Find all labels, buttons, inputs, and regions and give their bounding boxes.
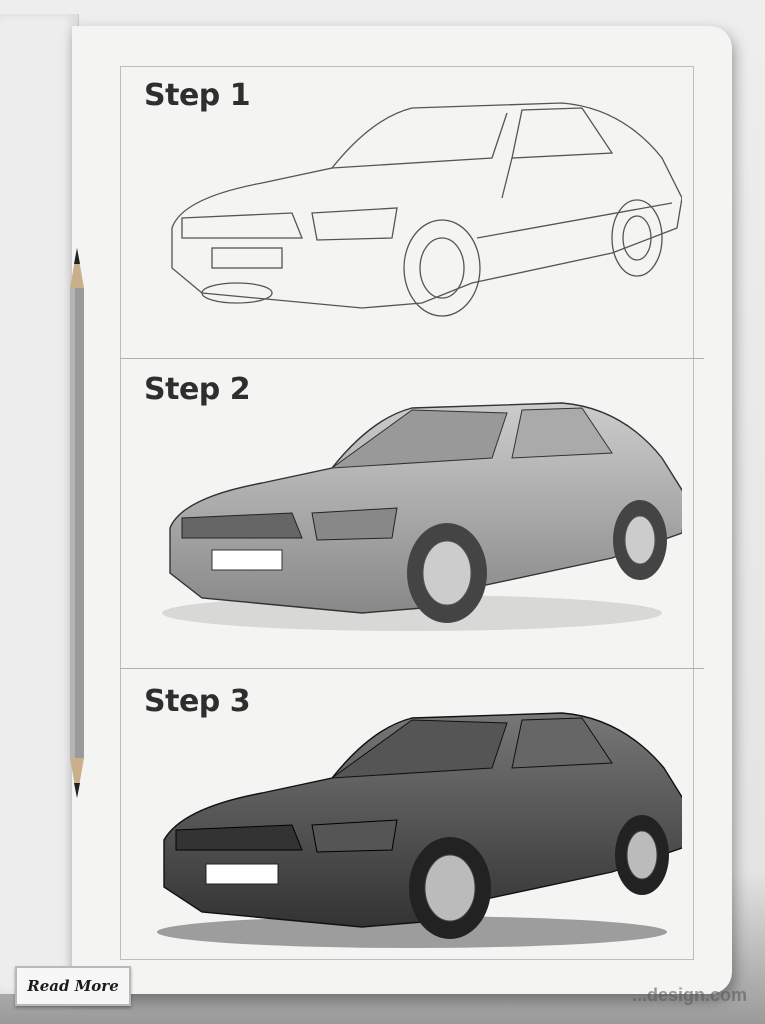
pencil-icon <box>70 248 84 798</box>
drawing-frame <box>120 66 694 960</box>
step-3-panel: Step 3 <box>122 670 692 958</box>
left-notebook-page <box>0 14 79 994</box>
divider-2 <box>120 668 704 669</box>
car-outline-sketch <box>171 102 682 317</box>
divider-1 <box>120 358 704 359</box>
step-2-panel: Step 2 <box>122 360 692 668</box>
car-shaded-sketch <box>162 402 682 631</box>
car-final-drawing <box>157 712 682 948</box>
watermark: ...design.com <box>631 985 747 1005</box>
step-3-label: Step 3 <box>144 684 251 719</box>
step-2-label: Step 2 <box>144 372 251 407</box>
read-more-button[interactable]: Read More <box>15 966 131 1006</box>
step-1-panel: Step 1 <box>122 68 692 358</box>
step-1-label: Step 1 <box>144 78 251 113</box>
